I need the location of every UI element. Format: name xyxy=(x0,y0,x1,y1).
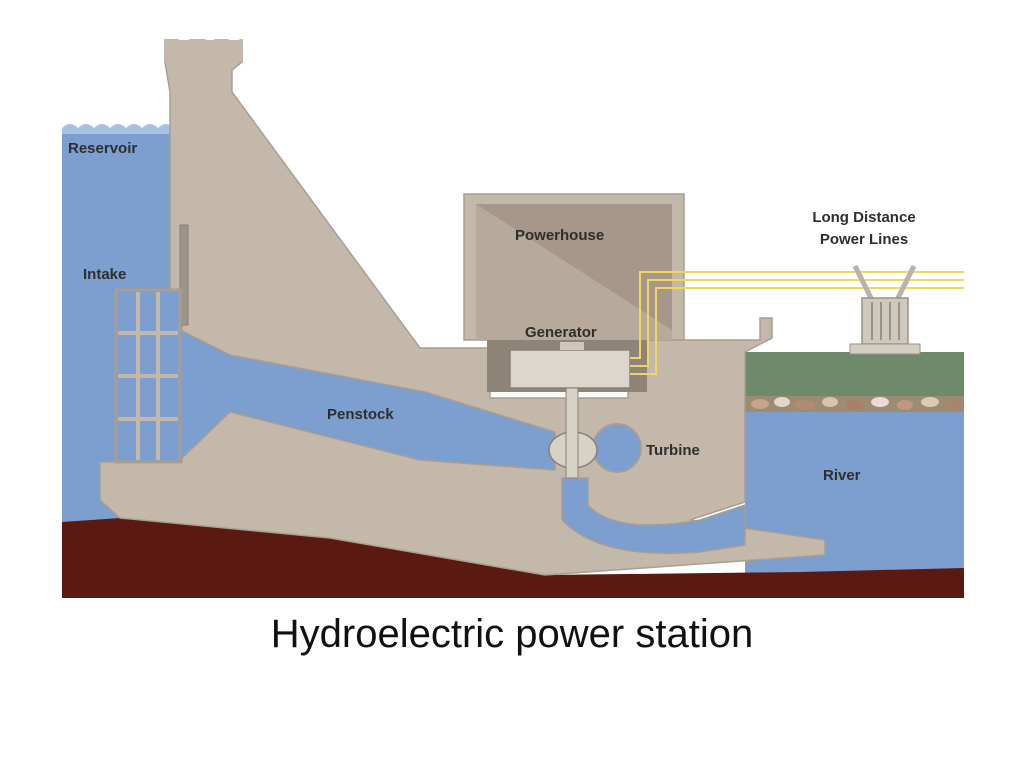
label-turbine: Turbine xyxy=(646,442,700,459)
turbine-housing xyxy=(592,423,642,473)
reservoir-waves xyxy=(62,124,174,134)
label-reservoir: Reservoir xyxy=(68,140,137,157)
river-bank-grass xyxy=(745,352,964,400)
intake-grid xyxy=(114,288,182,464)
dam-crest xyxy=(165,40,242,62)
river-bank-pebbles xyxy=(745,396,964,412)
label-power-lines-1: Long Distance xyxy=(812,209,915,226)
penstock-water xyxy=(179,328,556,471)
dam-body xyxy=(99,39,826,576)
transmission-tower xyxy=(849,264,921,355)
label-powerhouse: Powerhouse xyxy=(515,227,604,244)
label-penstock: Penstock xyxy=(327,406,394,423)
label-intake: Intake xyxy=(83,266,126,283)
caption: Hydroelectric power station xyxy=(270,612,754,656)
bedrock xyxy=(62,518,964,598)
label-power-lines-2: Power Lines xyxy=(820,231,908,248)
draft-tube-water xyxy=(561,477,746,555)
label-generator: Generator xyxy=(525,324,597,341)
intake-gate-slot xyxy=(179,224,189,326)
generator xyxy=(509,342,631,479)
power-lines xyxy=(630,271,964,375)
label-river: River xyxy=(823,467,861,484)
